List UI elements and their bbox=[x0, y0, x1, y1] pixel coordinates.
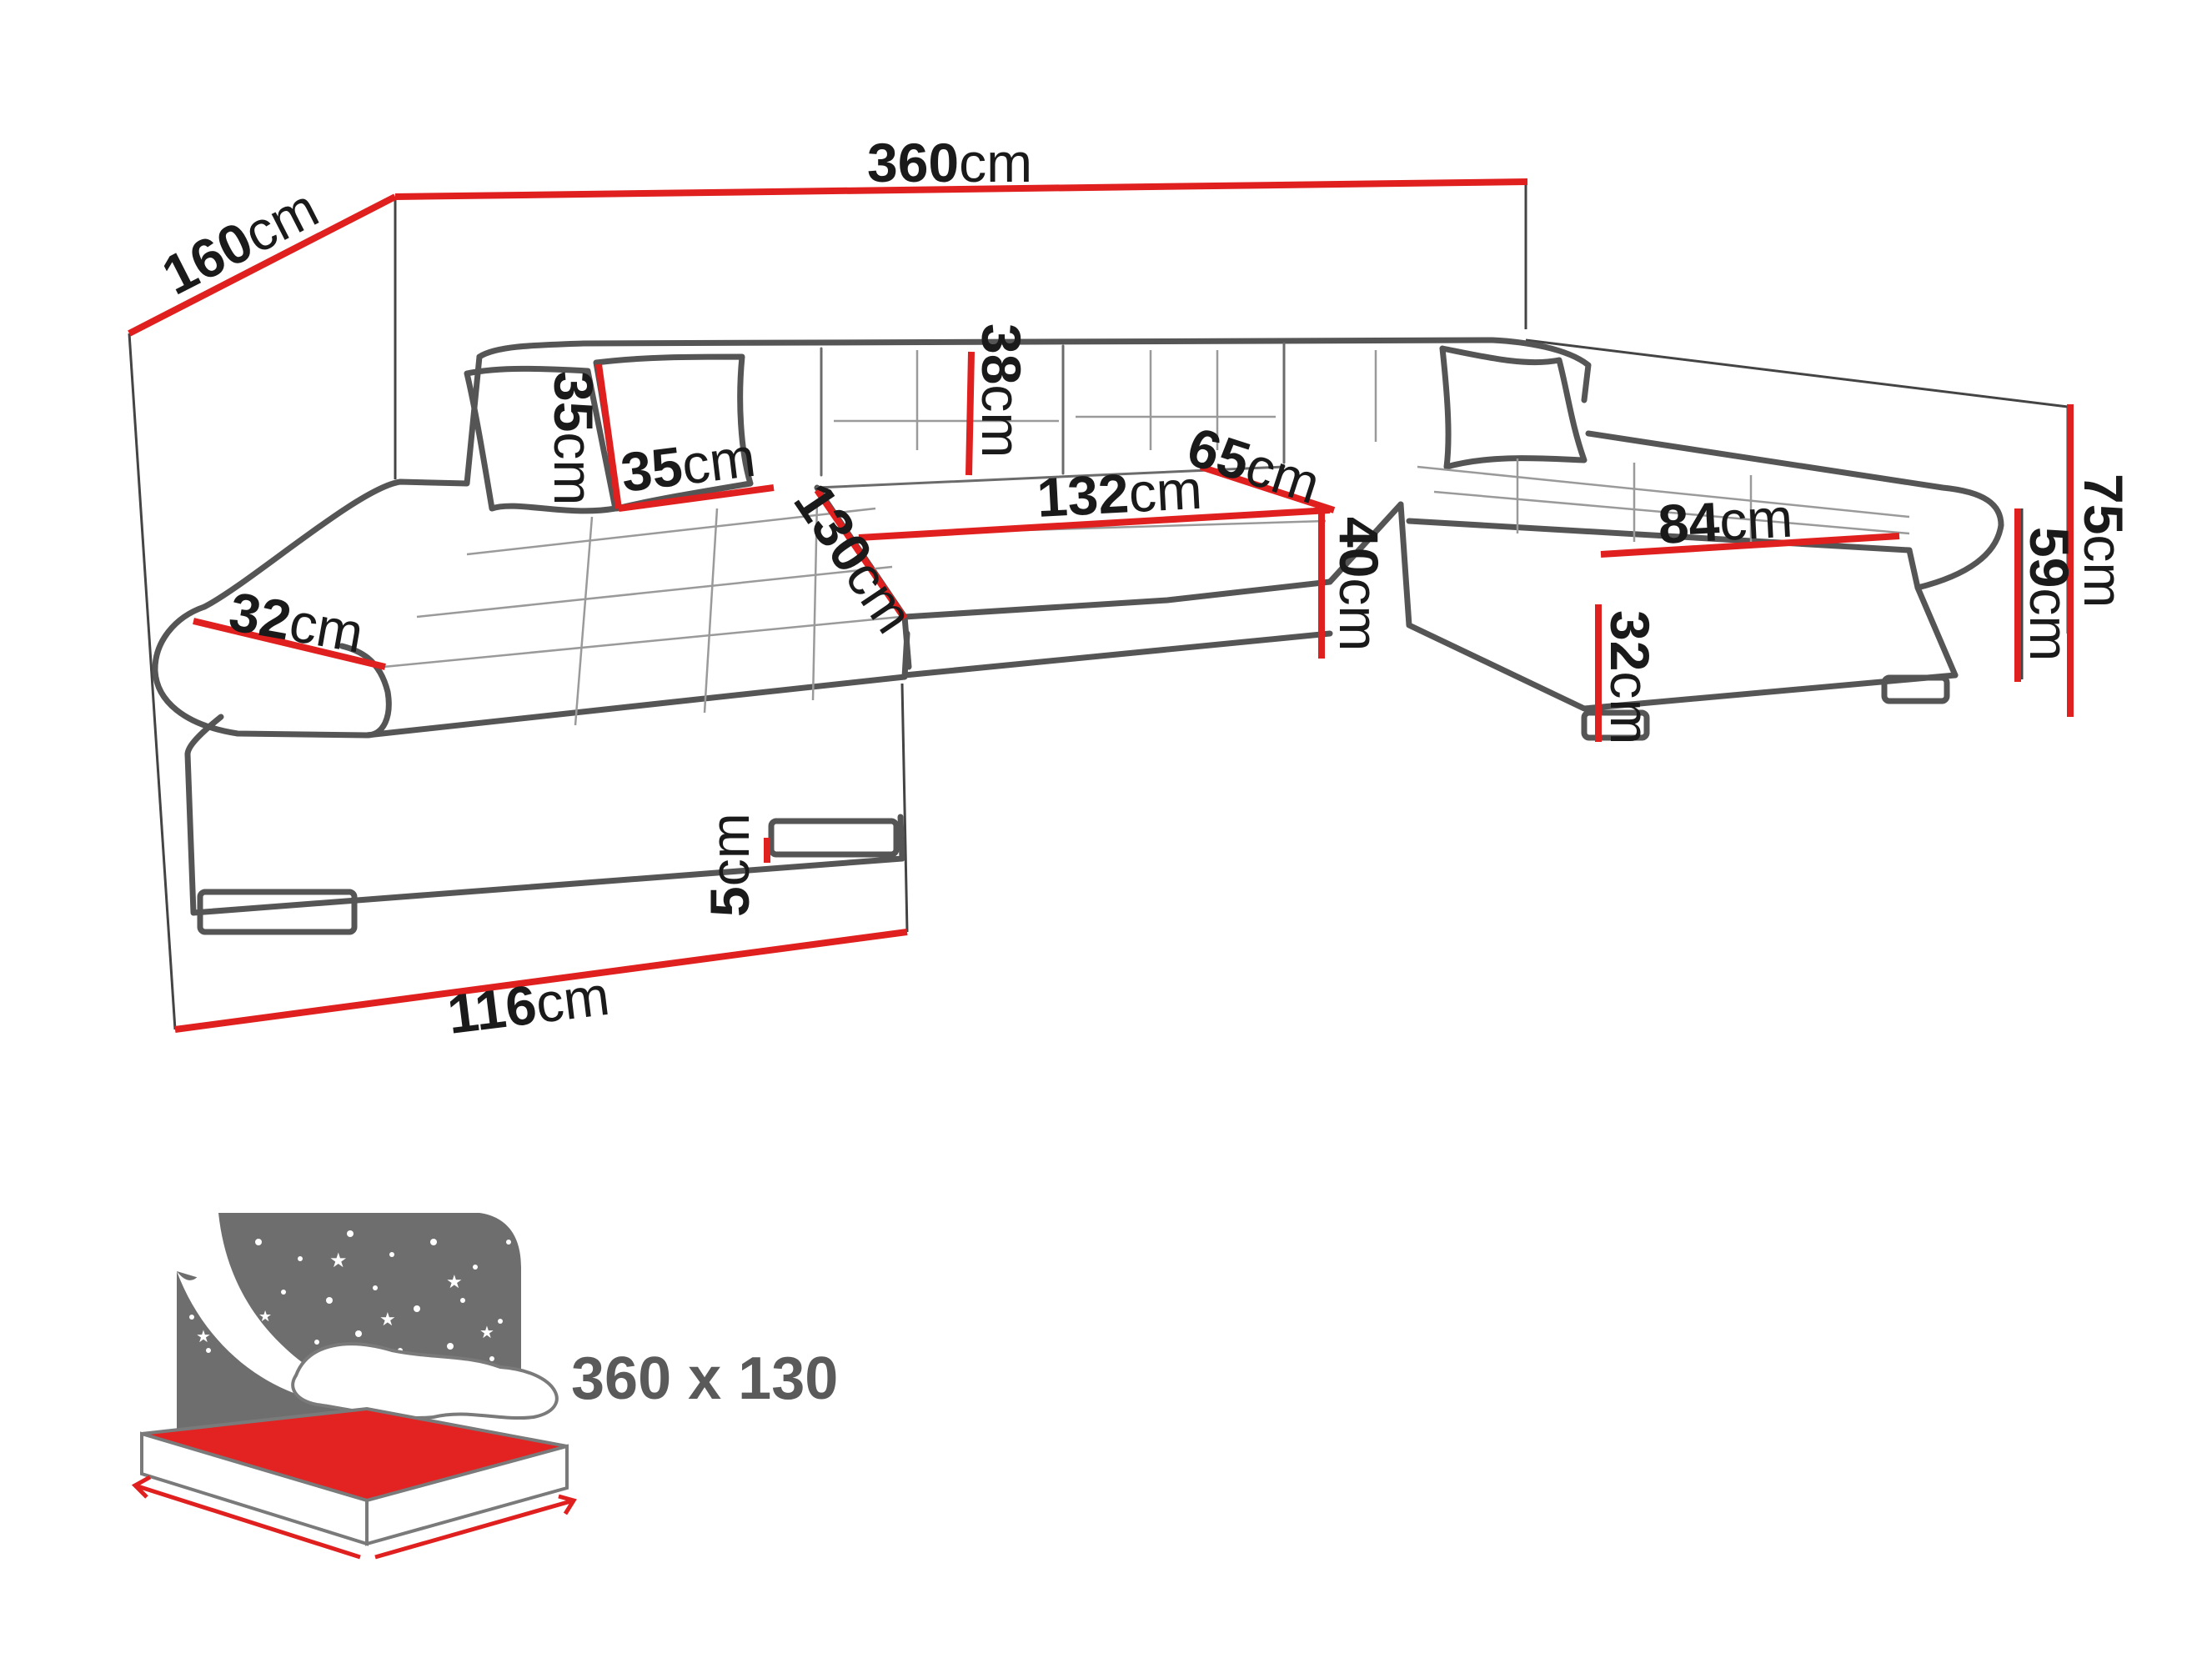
label-middle-width: 132cm bbox=[1036, 458, 1204, 528]
label-armrest-height: 59cm bbox=[2019, 527, 2080, 661]
bed-night-stars-icon: ★ ★ ★ ★ ★ ★ bbox=[131, 1213, 577, 1560]
label-left-depth: 160cm bbox=[153, 177, 328, 307]
dim-line-total-width bbox=[394, 178, 1528, 200]
label-total-height: 75cm bbox=[2073, 473, 2134, 608]
label-leg-height: 5cm bbox=[699, 813, 760, 917]
sleeping-area-label: 360 x 130 bbox=[571, 1345, 838, 1412]
label-seat-depth: 130cm bbox=[782, 472, 925, 644]
label-armrest-width: 32cm bbox=[225, 580, 369, 664]
dim-line-right-corner bbox=[1199, 463, 1336, 513]
label-seat-height: 40cm bbox=[1328, 517, 1390, 651]
dim-line-left-depth bbox=[128, 193, 397, 337]
svg-text:★: ★ bbox=[258, 1308, 272, 1325]
svg-text:★: ★ bbox=[196, 1326, 211, 1346]
dim-line-left-front-width bbox=[174, 929, 908, 1033]
svg-text:★: ★ bbox=[479, 1322, 494, 1342]
sofa-outline bbox=[152, 337, 2004, 935]
dim-line-right-seat-width bbox=[1600, 533, 1900, 558]
tufting-stitching bbox=[383, 350, 1910, 726]
label-backrest-height: 38cm bbox=[971, 323, 1032, 458]
svg-text:★: ★ bbox=[329, 1249, 348, 1272]
dim-line-pillow-width bbox=[618, 484, 775, 512]
svg-text:★: ★ bbox=[379, 1310, 396, 1330]
label-right-seat-width: 84cm bbox=[1657, 487, 1794, 555]
label-left-front-width: 116cm bbox=[444, 964, 613, 1045]
svg-text:★: ★ bbox=[446, 1272, 463, 1293]
dimension-lines bbox=[128, 178, 2074, 1033]
dim-line-middle-width bbox=[858, 507, 1331, 541]
dim-line-pillow-height bbox=[595, 363, 622, 509]
label-pillow-width: 35cm bbox=[618, 426, 759, 503]
label-base-height: 32cm bbox=[1599, 610, 1661, 744]
stars: ★ ★ ★ ★ ★ ★ bbox=[189, 1230, 511, 1370]
dim-line-seat-depth bbox=[814, 488, 908, 621]
label-total-width: 360cm bbox=[867, 132, 1032, 193]
label-pillow-height: 35cm bbox=[543, 371, 604, 505]
dim-line-backrest-height bbox=[966, 351, 975, 476]
dim-line-armrest-width bbox=[193, 618, 386, 670]
dimension-labels: 360cm 160cm 116cm 35cm 35cm 130cm 38cm 1… bbox=[153, 132, 2134, 1045]
